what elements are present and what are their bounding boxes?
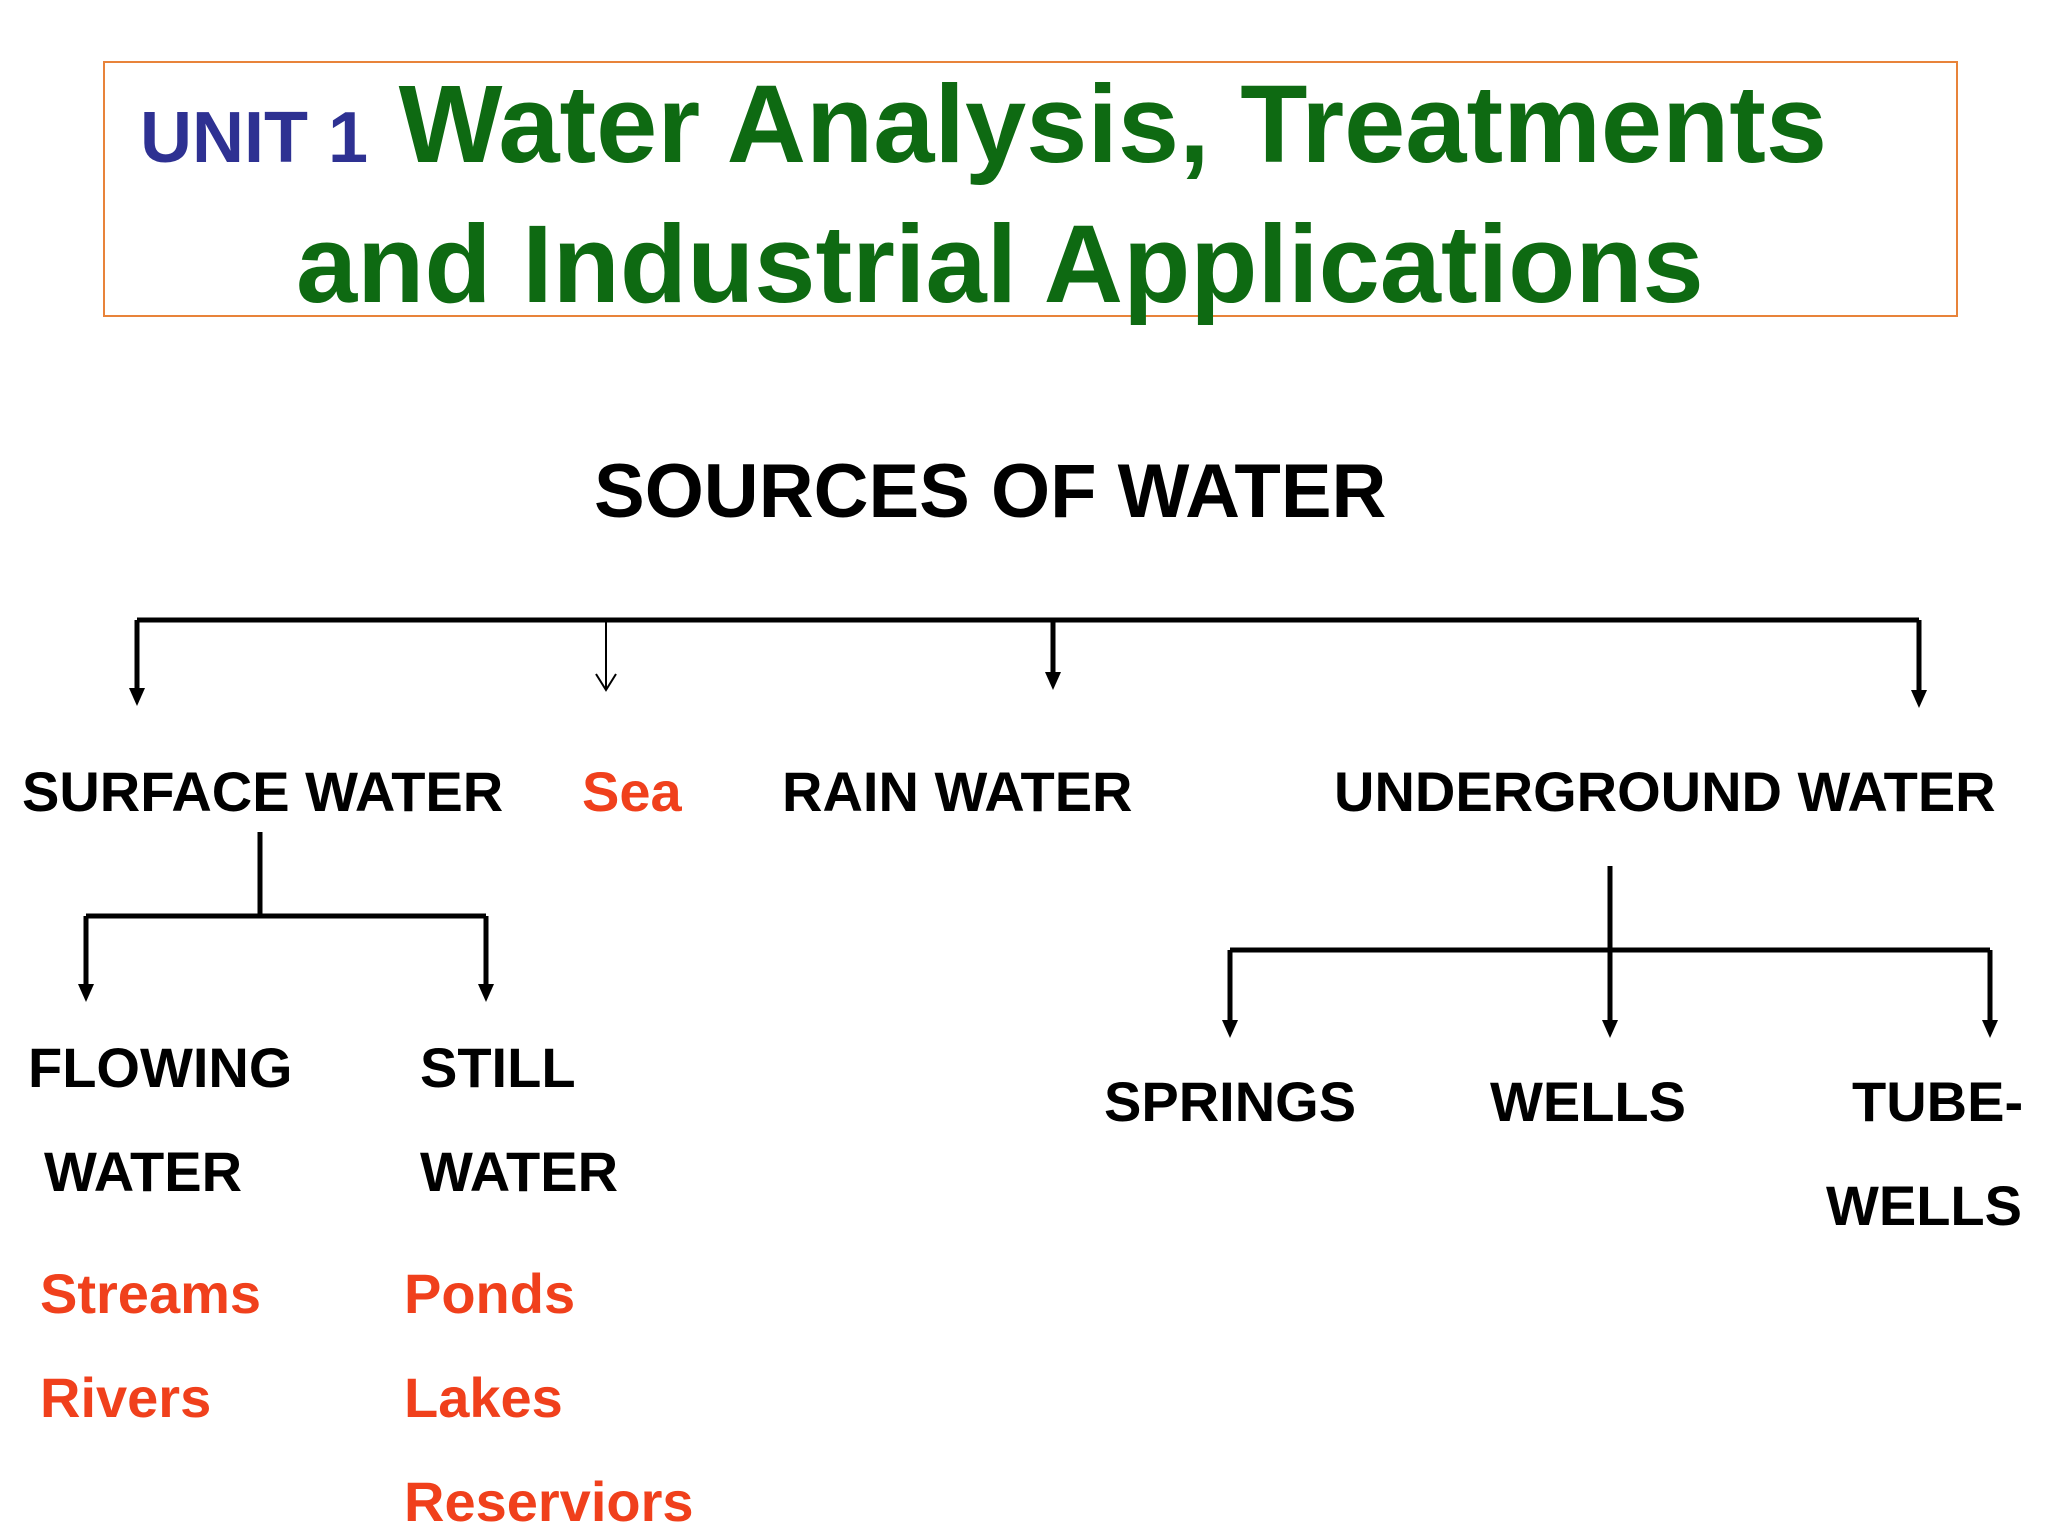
sea-label: Sea [582,760,682,823]
arrow-wells-icon [1602,1020,1618,1038]
top-branch-arrowheads [129,672,1927,708]
rain-water-label: RAIN WATER [782,760,1133,823]
title-line-1: UNIT 1 Water Analysis, Treatments [140,65,1827,198]
springs-label: SPRINGS [1104,1070,1357,1133]
arrow-still-icon [478,984,494,1002]
underground-branch-connector [1227,866,1993,1026]
unit-label: UNIT 1 [140,98,369,178]
wells-label: WELLS [1490,1070,1686,1133]
flowing-label-line1: FLOWING [28,1036,293,1099]
main-title-line-2: and Industrial Applications [296,203,1704,326]
arrow-flowing-icon [78,984,94,1002]
surface-water-label: SURFACE WATER [22,760,504,823]
title-box [103,61,1958,317]
arrow-underground-icon [1911,690,1927,708]
example-streams: Streams [40,1262,262,1325]
arrow-rain-icon [1045,672,1061,690]
arrow-surface-icon [129,688,145,706]
example-reservoirs: Reserviors [404,1470,694,1533]
example-rivers: Rivers [40,1366,212,1429]
arrow-sea-icon [595,620,617,692]
main-title-line-1: Water Analysis, Treatments [398,63,1828,186]
underground-water-label: UNDERGROUND WATER [1334,760,1996,823]
arrow-springs-icon [1222,1020,1238,1038]
top-branch-connector [134,617,1922,698]
underground-branch-arrowheads [1222,1020,1998,1038]
arrow-tubewells-icon [1982,1020,1998,1038]
diagram-title: SOURCES OF WATER [594,449,1387,534]
tubewells-label-line2: WELLS [1826,1174,2022,1237]
surface-branch-arrowheads [78,984,494,1002]
tubewells-label-line1: TUBE- [1852,1070,2024,1133]
flowing-label-line2: WATER [44,1140,243,1203]
still-label-line1: STILL [420,1036,576,1099]
example-ponds: Ponds [404,1262,576,1325]
example-lakes: Lakes [404,1366,563,1429]
surface-branch-connector [83,832,489,990]
still-label-line2: WATER [420,1140,619,1203]
